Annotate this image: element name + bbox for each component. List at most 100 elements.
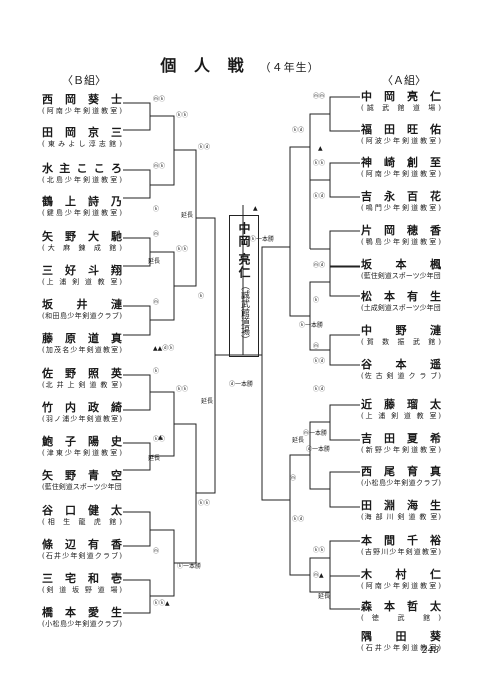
player-name: 三 宅 和 壱: [42, 572, 122, 585]
player-club: (和田島少年剣道クラブ): [42, 312, 122, 320]
player-name: 藤 原 道 真: [42, 332, 122, 345]
score-mark: ⓚⓚ: [313, 160, 326, 167]
player-club: (阿波少年剣道教室): [361, 137, 441, 145]
player-name: 本 間 千 裕: [361, 534, 441, 547]
score-mark: ⓜ: [153, 299, 160, 306]
player-name: 吉 田 夏 希: [361, 432, 441, 445]
score-mark: ▲: [158, 434, 163, 441]
score-mark: ⓚⓓ: [313, 386, 326, 393]
player-club: (羽ノ浦少年剣道教室): [42, 415, 122, 423]
player-club: (小松島少年剣道クラブ): [361, 479, 441, 487]
overtime-label: 延長: [148, 258, 161, 265]
score-mark: ⓜⓚ: [153, 163, 166, 170]
player-club: (鴨島少年剣道教室): [361, 238, 441, 246]
player-club: (津東少年剣道教室): [42, 449, 122, 457]
player-club: (上 浦 剣 道 教 室): [361, 412, 441, 420]
player-name: 片 岡 穂 香: [361, 224, 441, 237]
score-mark: ▲: [253, 205, 258, 212]
player-name: 水 主 こ こ ろ: [42, 162, 122, 175]
player-club: (海 部 川 剣 道 教 室): [361, 513, 441, 521]
overtime-label: 延長: [148, 455, 161, 462]
player-club: (石井少年剣道教室): [361, 644, 441, 652]
group-a-label: 〈Ａ組〉: [382, 74, 426, 87]
player-club: (東みよし淳志館): [42, 140, 122, 148]
player-club: (相 生 龍 虎 館): [42, 518, 122, 526]
score-mark: ⓚ: [153, 368, 160, 375]
player-club: (鍵島少年剣道教室): [42, 209, 122, 217]
player-name: 坂 本 楓: [361, 258, 441, 271]
score-mark: ⓚⓚ: [153, 436, 166, 443]
score-mark: ▲▲ⓓⓚ: [153, 345, 175, 352]
page-title: 個 人 戦（４年生）: [160, 56, 320, 75]
player-club: (賀 数 振 武 館): [361, 338, 441, 346]
player-club: (大 麻 錬 成 館): [42, 244, 122, 252]
score-mark: ⓚ: [198, 293, 205, 300]
player-name: 松 本 有 生: [361, 290, 441, 303]
player-name: 條 辺 有 香: [42, 538, 122, 551]
ippon-win-label: ⓚ一本勝: [299, 322, 324, 329]
player-name: 西 尾 育 真: [361, 465, 441, 478]
player-name: 坂 井 漣: [42, 298, 122, 311]
player-name: 鮑 子 陽 史: [42, 435, 122, 448]
player-club: (剣 道 坂 野 道 場): [42, 586, 122, 594]
ippon-win-label: ⓜ一本勝: [303, 430, 328, 437]
score-mark: ⓚⓚ: [176, 386, 189, 393]
ippon-win-label: ⓚ一本勝: [250, 236, 275, 243]
player-name: 三 好 斗 翔: [42, 264, 122, 277]
score-mark: ⓚⓓ: [292, 127, 305, 134]
player-name: 吉 永 百 花: [361, 190, 441, 203]
score-mark: ⓜ: [153, 231, 160, 238]
overtime-label: 延長: [201, 398, 214, 405]
score-mark: ⓜⓓ: [313, 262, 326, 269]
score-mark: ⓜ: [153, 548, 160, 555]
score-mark: ⓜⓜ: [313, 93, 326, 100]
player-club: (小松島少年剣道クラブ): [42, 620, 122, 628]
overtime-label: 延長: [181, 212, 194, 219]
player-club: (佐 古 剣 道 ク ラ ブ): [361, 372, 441, 380]
player-name: 佐 野 照 英: [42, 367, 122, 380]
overtime-label: 延長: [318, 593, 331, 600]
player-name: 鶴 上 詩 乃: [42, 195, 122, 208]
champion-name: 中岡 亮仁: [237, 222, 251, 280]
score-mark: ⓜ: [313, 343, 320, 350]
page-number: 248: [422, 646, 440, 656]
player-club: (石井少年剣道クラブ): [42, 552, 122, 560]
score-mark: ⓚⓚ: [313, 547, 326, 554]
score-mark: ⓚⓚ: [176, 246, 189, 253]
player-name: 神 崎 創 至: [361, 156, 441, 169]
player-club: (阿南少年剣道教室): [42, 107, 122, 115]
player-name: 西 岡 葵 士: [42, 93, 122, 106]
player-club: (加茂名少年剣道教室): [42, 346, 122, 354]
player-name: 中 岡 亮 仁: [361, 90, 441, 103]
player-name: 竹 内 政 綺: [42, 401, 122, 414]
player-club: (新野少年剣道教室): [361, 446, 441, 454]
score-mark: ⓚⓓ: [313, 193, 326, 200]
score-mark: ⓚⓓ: [292, 516, 305, 523]
player-club: (土成剣道スポーツ少年団): [361, 304, 441, 312]
score-mark: ▲: [318, 145, 323, 152]
player-club: (藍住剣道スポーツ少年団): [361, 272, 441, 280]
score-mark: ⓚⓚ: [198, 500, 211, 507]
group-b-label: 〈Ｂ組〉: [62, 74, 106, 87]
score-mark: ⓚⓓ: [198, 144, 211, 151]
player-name: 谷 口 健 太: [42, 504, 122, 517]
ippon-win-label: ⓓ一本勝: [306, 446, 331, 453]
champion-club: （誠武館道場）: [239, 281, 249, 344]
score-mark: ⓜ: [290, 475, 297, 482]
score-mark: ⓚ: [153, 206, 160, 213]
score-mark: ⓚⓚ▲: [153, 600, 170, 607]
overtime-label: 延長: [292, 437, 305, 444]
score-mark: ⓚⓓ: [313, 358, 326, 365]
score-mark: ⓜⓚ: [153, 96, 166, 103]
player-name: 田 淵 海 生: [361, 499, 441, 512]
score-mark: ⓚ: [313, 297, 320, 304]
player-club: (北 井 上 剣 道 教 室): [42, 381, 122, 389]
player-club: (阿南少年剣道教室): [361, 170, 441, 178]
score-mark: ⓜ▲: [313, 572, 324, 579]
player-name: 木 村 仁: [361, 568, 441, 581]
ippon-win-label: ⓚ一本勝: [177, 563, 202, 570]
player-club: (徳 武 館): [361, 614, 441, 622]
player-name: 橋 本 愛 生: [42, 606, 122, 619]
player-name: 田 岡 京 三: [42, 126, 122, 139]
